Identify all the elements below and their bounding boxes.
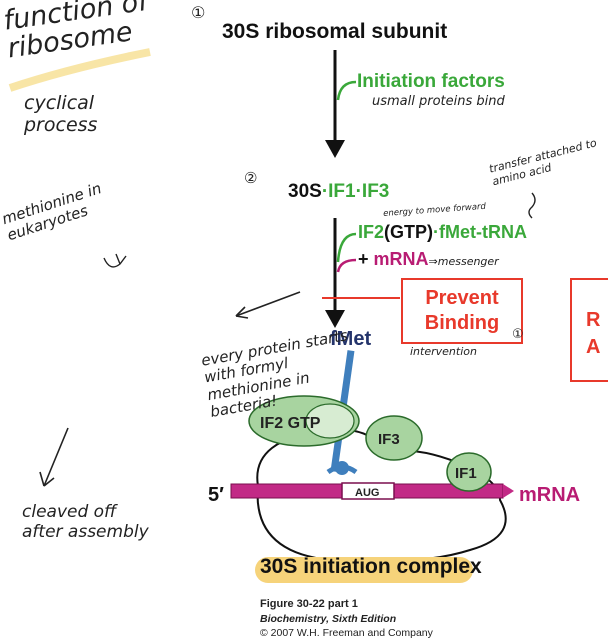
initiation-factors-note: usmall proteins bind	[372, 94, 505, 109]
mrna-note: ⇒messenger	[428, 255, 499, 268]
arrow-curve-factors	[336, 80, 357, 101]
intervention-note: intervention	[410, 345, 477, 358]
if1-blob	[446, 452, 492, 492]
cyclical-process-note: cyclical process	[24, 92, 98, 136]
arrow-step2-head	[325, 310, 345, 328]
plus-text: +	[358, 249, 374, 269]
line-dot: ·	[433, 222, 440, 242]
complex-dot-1: ·	[321, 181, 329, 202]
initiation-complex-title: 30S initiation complex	[260, 555, 482, 578]
hand-arrow-down	[43, 427, 69, 487]
if1-label: IF1	[455, 465, 477, 482]
mrna-strand-label: mRNA	[519, 484, 581, 506]
gtp-text: (GTP)	[384, 222, 434, 242]
prevent-binding-box: Prevent Binding	[401, 278, 523, 344]
caption-copyright: © 2007 W.H. Freeman and Company	[260, 627, 433, 640]
hand-arrow-left-head	[235, 306, 249, 319]
initiation-factors-label: Initiation factors	[357, 71, 505, 92]
if3-label: IF3	[378, 431, 400, 448]
hand-squiggle	[528, 192, 536, 219]
caption-figure: Figure 30-22 part 1	[260, 598, 358, 610]
fmet-label: fMet	[330, 328, 372, 350]
complex-if3: IF3	[361, 181, 390, 202]
aug-box	[341, 482, 395, 500]
if2-gtp-label: IF2 GTP	[260, 415, 321, 432]
gtp-inner-blob	[305, 403, 355, 439]
mrna-arrow-end	[503, 484, 514, 498]
step-marker-1: ①	[191, 3, 206, 22]
complex-if1: IF1	[328, 181, 356, 202]
cleaved-off-note: cleaved off after assembly	[22, 502, 149, 542]
arrow-curve-mrna	[336, 258, 357, 273]
complex-30s-if-label: 30S·IF1·IF3	[288, 181, 389, 203]
arrow-step1-head	[325, 140, 345, 158]
hand-curl	[103, 253, 127, 268]
arrow-curve-if2	[336, 232, 357, 263]
mrna-text: mRNA	[373, 249, 429, 269]
plus-mrna-line: + mRNA⇒messenger	[358, 249, 499, 270]
aug-codon-label: AUG	[355, 487, 380, 499]
hand-arrow-left	[235, 291, 301, 317]
page-title: 30S ribosomal subunit	[222, 20, 448, 43]
step-marker-3: ①	[512, 327, 524, 342]
hand-arrow-down-head	[39, 471, 55, 487]
if3-blob	[365, 415, 423, 461]
function-underline	[8, 48, 151, 92]
if2-text: IF2	[358, 222, 385, 242]
complex-30s-text: 30S	[288, 181, 322, 202]
cut-off-box-letter: A	[586, 336, 601, 358]
complex-dot-2: ·	[355, 181, 362, 202]
if2-fmet-trna-line: IF2(GTP)·fMet-tRNA	[358, 222, 527, 243]
step-marker-2: ②	[244, 169, 258, 187]
trna-anticodon-ball	[335, 461, 349, 475]
cut-off-box-letter: R	[586, 309, 601, 331]
five-prime-label: 5′	[208, 484, 224, 506]
figure-caption: Figure 30-22 part 1 Biochemistry, Sixth …	[260, 597, 433, 640]
fmet-trna-text: fMet-tRNA	[439, 222, 527, 242]
caption-book: Biochemistry, Sixth Edition	[260, 612, 397, 625]
footer-highlight	[255, 557, 473, 583]
